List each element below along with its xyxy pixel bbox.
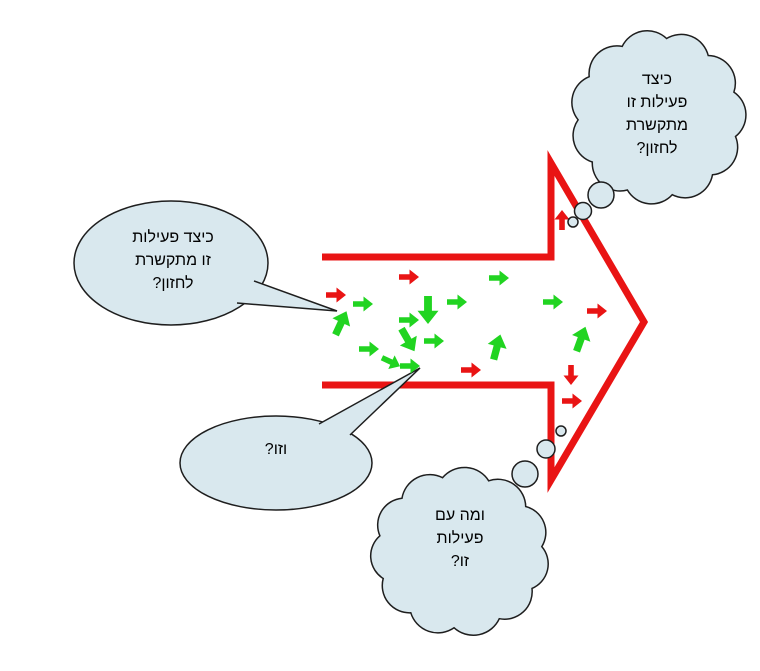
speech-bubble-left-tail	[236, 280, 338, 312]
thought-trail-bubble	[567, 216, 579, 228]
thought-cloud-top-right[interactable]	[567, 29, 747, 228]
activity-arrow	[562, 393, 582, 409]
activity-arrow	[484, 331, 510, 363]
activity-arrow	[393, 323, 423, 357]
thought-trail-bubble	[555, 425, 567, 437]
activity-arrow	[359, 341, 379, 357]
thought-cloud-bottom-right-label: ומה עם פעילות זו?	[435, 507, 485, 570]
speech-bubble-left-body[interactable]	[73, 200, 269, 326]
activity-arrow	[326, 307, 356, 339]
activity-arrows	[326, 210, 607, 409]
thought-cloud-bottom-right-body[interactable]	[370, 466, 549, 637]
activity-arrow	[461, 362, 481, 378]
activity-arrow	[424, 333, 444, 349]
activity-arrow	[587, 303, 607, 319]
speech-bubble-left[interactable]	[73, 200, 338, 326]
activity-arrow	[489, 270, 509, 286]
activity-arrow	[543, 294, 563, 310]
activity-arrow	[326, 287, 346, 303]
activity-arrow	[399, 312, 419, 328]
speech-bubble-bottom-label: וזו?	[264, 441, 288, 458]
activity-arrow	[567, 323, 595, 355]
thought-trail-bubble	[587, 181, 615, 209]
activity-arrow	[417, 296, 439, 324]
activity-arrow	[353, 296, 373, 312]
speech-bubble-bottom-tail	[318, 367, 421, 436]
thought-trail-bubble	[536, 439, 556, 459]
speech-bubble-bottom-body[interactable]	[179, 415, 373, 511]
thought-cloud-top-right-label: כיצד פעילות זו מתקשרת לחזון?	[626, 71, 688, 157]
thought-trail-bubble	[511, 460, 539, 488]
thought-trail-bubble	[573, 201, 593, 221]
activity-arrow	[563, 365, 579, 385]
activity-arrow	[554, 210, 570, 230]
thought-cloud-bottom-right[interactable]	[370, 425, 567, 637]
big-process-arrow	[322, 150, 649, 493]
speech-bubble-left-label: כיצד פעילות זו מתקשרת לחזון?	[132, 229, 214, 292]
activity-arrow	[399, 269, 419, 285]
thought-cloud-top-right-body[interactable]	[571, 29, 747, 205]
activity-arrow	[447, 294, 467, 310]
speech-bubble-bottom[interactable]	[179, 367, 421, 511]
activity-arrow	[378, 350, 404, 374]
